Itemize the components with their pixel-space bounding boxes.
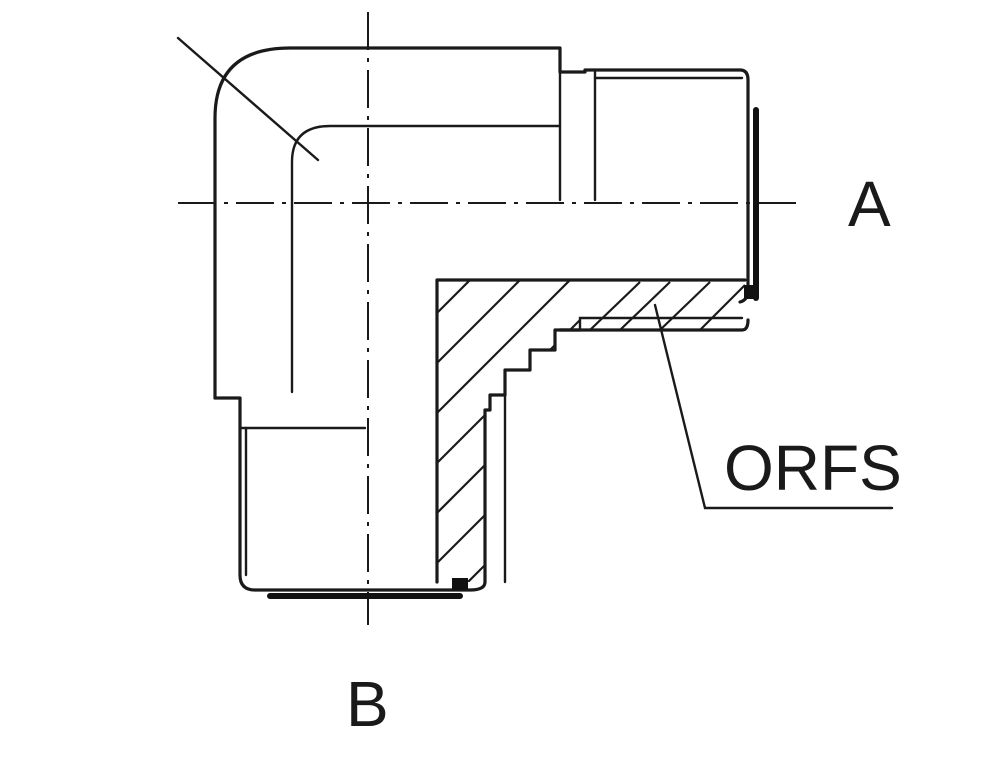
port-a-oring (744, 285, 756, 299)
port-a-label: A (848, 168, 891, 240)
section-outline (435, 278, 747, 584)
port-b-outline (213, 396, 487, 592)
port-a-face (738, 78, 750, 304)
elbow-inner-bore (290, 124, 562, 394)
port-a-thread-hatching (589, 281, 746, 331)
orfs-leader-line (653, 303, 894, 510)
port-b-label: B (346, 668, 389, 740)
port-a-lower-profile (558, 318, 750, 332)
orfs-label: ORFS (724, 432, 902, 504)
corner-leader-line (176, 36, 320, 162)
section-stepped-bore (483, 328, 582, 584)
port-b-oring (452, 578, 468, 590)
elbow-body-outline (213, 46, 750, 400)
